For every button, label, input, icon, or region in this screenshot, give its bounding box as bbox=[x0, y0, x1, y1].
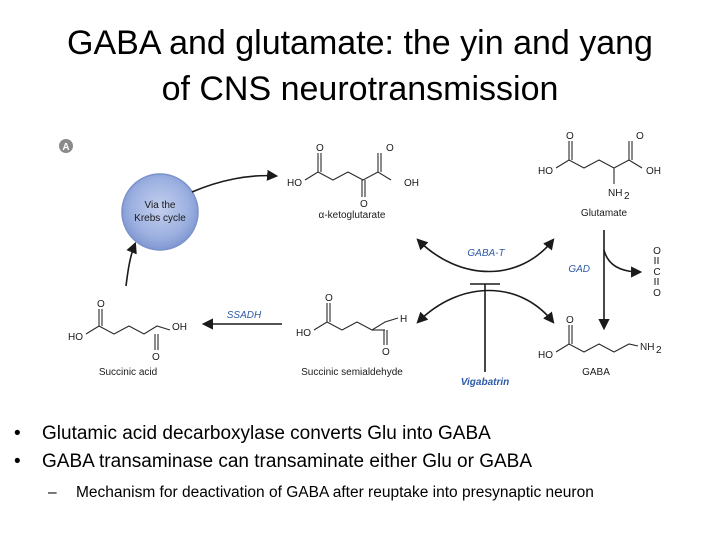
vigabatrin-inhibitor: Vigabatrin bbox=[461, 283, 510, 388]
title-line-1: GABA and glutamate: the yin and yang bbox=[67, 24, 653, 62]
gaba-t-upper-arc bbox=[416, 238, 555, 273]
gaba-t-lower-arc bbox=[416, 289, 555, 324]
bullet-item: • Glutamic acid decarboxylase converts Gl… bbox=[14, 420, 714, 448]
krebs-to-ketoglutarate-arrow bbox=[191, 169, 279, 193]
gaba-t-reaction: GABA-T bbox=[416, 238, 555, 324]
svg-text:O: O bbox=[97, 299, 105, 310]
svg-text:NH: NH bbox=[608, 188, 622, 199]
svg-text:O: O bbox=[386, 143, 394, 154]
krebs-label-line2: Krebs cycle bbox=[134, 213, 186, 224]
gaba-t-enzyme-label: GABA-T bbox=[467, 248, 505, 259]
succinic-to-krebs-arrow bbox=[125, 241, 137, 287]
svg-text:O: O bbox=[566, 131, 574, 142]
bullet-marker: • bbox=[14, 423, 21, 444]
svg-text:HO: HO bbox=[538, 350, 553, 361]
svg-text:2: 2 bbox=[656, 345, 662, 356]
krebs-label-line1: Via the bbox=[145, 200, 176, 211]
svg-text:O: O bbox=[325, 293, 333, 304]
svg-text:H: H bbox=[400, 314, 407, 325]
ssadh-reaction: SSADH bbox=[201, 310, 282, 330]
svg-text:O: O bbox=[636, 131, 644, 142]
svg-text:O: O bbox=[382, 347, 390, 358]
gaba-structure: O HO NH 2 GABA bbox=[538, 315, 662, 378]
svg-text:NH: NH bbox=[640, 342, 654, 353]
svg-text:O: O bbox=[653, 288, 661, 299]
krebs-cycle-node: Via the Krebs cycle bbox=[121, 173, 199, 251]
svg-text:O: O bbox=[316, 143, 324, 154]
svg-text:2: 2 bbox=[624, 191, 630, 202]
succinic-acid-label: Succinic acid bbox=[99, 367, 157, 378]
svg-text:OH: OH bbox=[172, 322, 187, 333]
svg-text:O: O bbox=[152, 352, 160, 363]
svg-text:HO: HO bbox=[538, 166, 553, 177]
sub-bullet-item: – Mechanism for deactivation of GABA afte… bbox=[14, 482, 714, 504]
svg-text:HO: HO bbox=[296, 328, 311, 339]
bullet-list: • Glutamic acid decarboxylase converts Gl… bbox=[14, 420, 714, 504]
glutamate-structure: O O HO OH NH 2 Glutamate bbox=[538, 131, 661, 219]
alpha-ketoglutarate-structure: O O O HO OH α-ketoglutarate bbox=[287, 143, 419, 221]
svg-text:HO: HO bbox=[287, 178, 302, 189]
bullet-item: • GABA transaminase can transaminate eith… bbox=[14, 448, 714, 476]
vigabatrin-label: Vigabatrin bbox=[461, 377, 510, 388]
gad-reaction: GAD O C O bbox=[568, 230, 661, 331]
co2-release-arrow bbox=[603, 249, 643, 278]
glutamate-label: Glutamate bbox=[581, 208, 628, 219]
succinic-acid-structure: O HO OH O Succinic acid bbox=[68, 299, 187, 378]
bullet-text: Glutamic acid decarboxylase converts Glu… bbox=[42, 423, 491, 444]
succinic-semialdehyde-label: Succinic semialdehyde bbox=[301, 367, 403, 378]
bullet-marker: • bbox=[14, 451, 21, 472]
ssadh-enzyme-label: SSADH bbox=[227, 310, 262, 321]
panel-label: A bbox=[62, 142, 69, 153]
svg-text:OH: OH bbox=[404, 178, 419, 189]
svg-text:HO: HO bbox=[68, 332, 83, 343]
gaba-label: GABA bbox=[582, 367, 610, 378]
svg-text:O: O bbox=[653, 246, 661, 257]
sub-bullet-marker: – bbox=[48, 484, 57, 501]
alpha-ketoglutarate-label: α-ketoglutarate bbox=[319, 210, 386, 221]
slide-title: GABA and glutamate: the yin and yang of … bbox=[0, 20, 720, 112]
svg-text:OH: OH bbox=[646, 166, 661, 177]
svg-text:O: O bbox=[566, 315, 574, 326]
succinic-semialdehyde-structure: O HO H O Succinic semialdehyde bbox=[296, 293, 407, 378]
panel-label-badge: A bbox=[59, 139, 73, 153]
sub-bullet-text: Mechanism for deactivation of GABA after… bbox=[76, 484, 594, 501]
svg-text:C: C bbox=[653, 267, 660, 278]
bullet-text: GABA transaminase can transaminate eithe… bbox=[42, 451, 533, 472]
title-line-2: of CNS neurotransmission bbox=[161, 70, 559, 108]
gad-enzyme-label: GAD bbox=[568, 264, 590, 275]
svg-text:O: O bbox=[360, 199, 368, 210]
